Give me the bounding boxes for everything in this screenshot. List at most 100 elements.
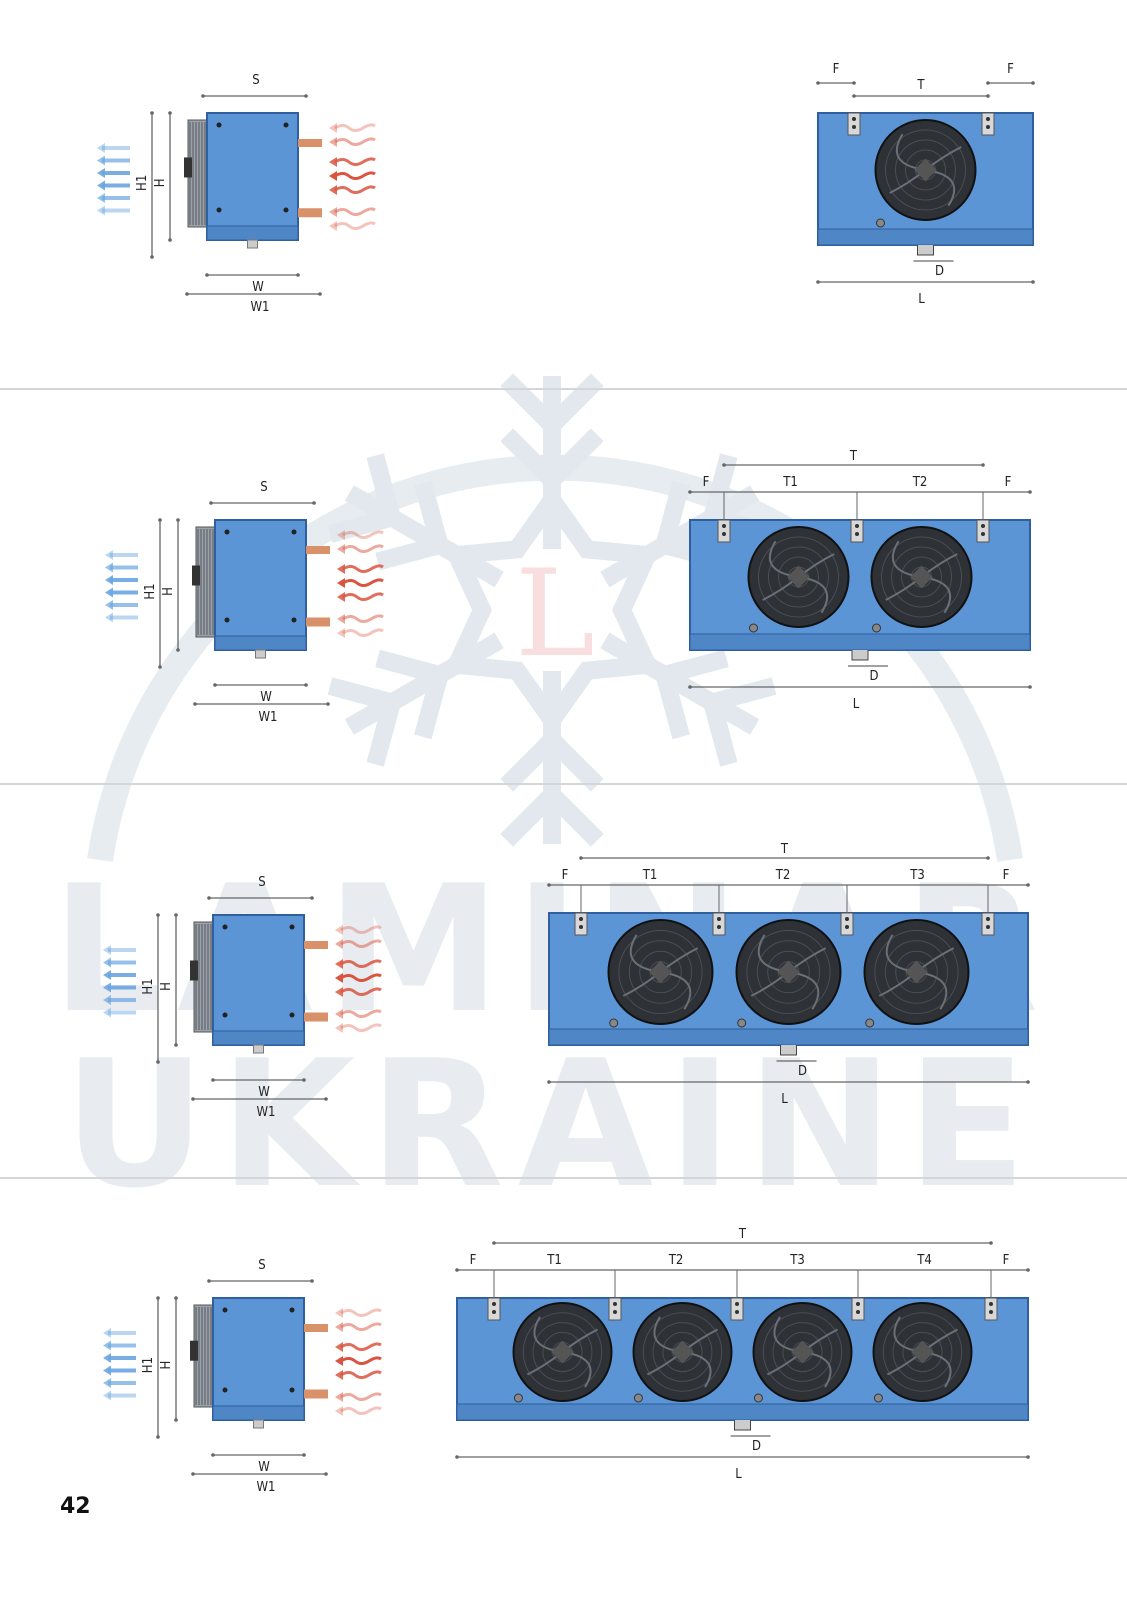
divider: [0, 388, 1127, 390]
dim-label-d: D: [752, 1439, 761, 1454]
bracket-hole: [989, 1310, 993, 1314]
page-number: 42: [60, 1494, 91, 1519]
dim-label-f: F: [1003, 868, 1010, 883]
mounting-bracket: [981, 912, 995, 936]
bracket-hole: [579, 925, 583, 929]
warm-air-arrow-head: [335, 1009, 343, 1019]
warm-air-arrow: [334, 123, 376, 132]
mounting-bracket: [840, 912, 854, 936]
bracket-hole: [613, 1310, 617, 1314]
fan-motor: [192, 565, 200, 586]
mount-hole: [291, 617, 297, 623]
fan-grille-ring: [746, 929, 831, 1015]
snowflake-branch: [653, 663, 690, 740]
fan-grille-ring: [892, 1322, 953, 1382]
drain-fitting: [255, 649, 266, 659]
mounting-bracket: [981, 112, 995, 136]
dim-label-d: D: [935, 264, 944, 279]
warm-air-arrow-head: [335, 1406, 343, 1416]
dimension-end: [176, 648, 180, 652]
connection-port: [865, 1018, 875, 1028]
dim-label-d: D: [869, 669, 878, 684]
cold-air-arrow-head: [103, 970, 111, 980]
mounting-bracket: [847, 112, 861, 136]
mount-hole: [216, 207, 222, 213]
bracket-hole: [986, 125, 990, 129]
warm-air-arrow: [340, 939, 382, 948]
dimension-end: [579, 856, 583, 860]
fan-grille-ring: [618, 929, 703, 1015]
warm-air-arrow-head: [335, 1342, 343, 1352]
fan-hub: [777, 960, 800, 984]
cold-air-arrow-head: [97, 168, 105, 178]
cold-air-arrow-head: [105, 600, 113, 610]
dimension-end: [1031, 81, 1035, 85]
dimension-end: [174, 1296, 178, 1300]
warm-air-arrow: [342, 614, 384, 623]
bracket-hole: [989, 1302, 993, 1306]
warm-air-arrow-head: [329, 137, 337, 147]
warm-air-arrow-head: [335, 1356, 343, 1366]
cold-air-arrow-head: [97, 193, 105, 203]
mounting-bracket: [574, 912, 588, 936]
warm-air-arrow: [340, 1009, 382, 1018]
dimension-end: [156, 913, 160, 917]
dim-label-t4: T4: [916, 1253, 932, 1268]
warm-air-arrow: [342, 592, 384, 601]
warm-air-arrow-head: [329, 185, 337, 195]
warm-air-arrow-head: [337, 592, 345, 602]
cold-air-arrow-head: [105, 612, 113, 623]
bracket-hole: [579, 917, 583, 921]
mount-hole: [222, 924, 228, 930]
fan-grille-ring: [891, 546, 952, 608]
snowflake-icon: [327, 373, 777, 847]
warm-air-arrow-head: [335, 987, 343, 997]
dimension-end: [1026, 1268, 1030, 1272]
dimension-end: [688, 685, 692, 689]
drain-tray: [214, 635, 307, 651]
cold-air-arrow-head: [103, 1328, 111, 1338]
dimension-end: [816, 280, 820, 284]
dimension-end: [158, 665, 162, 669]
warm-air-arrow: [340, 1370, 382, 1379]
fan-grille-ring: [639, 950, 682, 994]
dimension-end: [318, 292, 322, 296]
mounting-bracket: [608, 1297, 622, 1321]
warm-air-arrow: [340, 925, 382, 934]
dimension-end: [989, 1241, 993, 1245]
snowflake-branch: [701, 691, 738, 767]
snowflake-branch: [539, 373, 604, 438]
warm-air-arrow-head: [335, 973, 343, 983]
dimension-end: [547, 1080, 551, 1084]
unit-body: [214, 519, 307, 651]
warm-air-arrow-head: [329, 123, 337, 133]
warm-air-arrow-head: [335, 1392, 343, 1402]
drain-tray: [456, 1403, 1029, 1421]
dim-label-s: S: [258, 1258, 265, 1273]
dim-label-w: W: [260, 690, 272, 705]
mounting-bracket: [487, 1297, 501, 1321]
cold-air-arrow-head: [103, 995, 111, 1005]
cold-air-arrow-head: [103, 1365, 111, 1376]
snowflake-branch: [327, 677, 403, 714]
snowflake-branch: [366, 691, 403, 767]
snowflake-branch: [500, 373, 565, 438]
dimension-end: [174, 1418, 178, 1422]
dimension-end: [191, 1472, 195, 1476]
snowflake-branch: [539, 428, 604, 493]
warm-air-arrow-head: [335, 925, 343, 935]
fan-grille-ring: [767, 950, 810, 994]
mount-hole: [283, 122, 289, 128]
dimension-end: [310, 896, 314, 900]
bracket-hole: [981, 524, 985, 528]
dimension-end: [207, 1279, 211, 1283]
mounting-bracket: [717, 519, 731, 543]
fan-grille-ring: [905, 149, 946, 191]
mounting-bracket: [850, 519, 864, 543]
cold-air-arrow-head: [105, 575, 113, 585]
dim-label-t: T: [916, 78, 925, 93]
fan-grille-ring: [532, 1322, 593, 1382]
cold-air-arrow-head: [105, 550, 113, 560]
dim-label-s: S: [252, 73, 259, 88]
